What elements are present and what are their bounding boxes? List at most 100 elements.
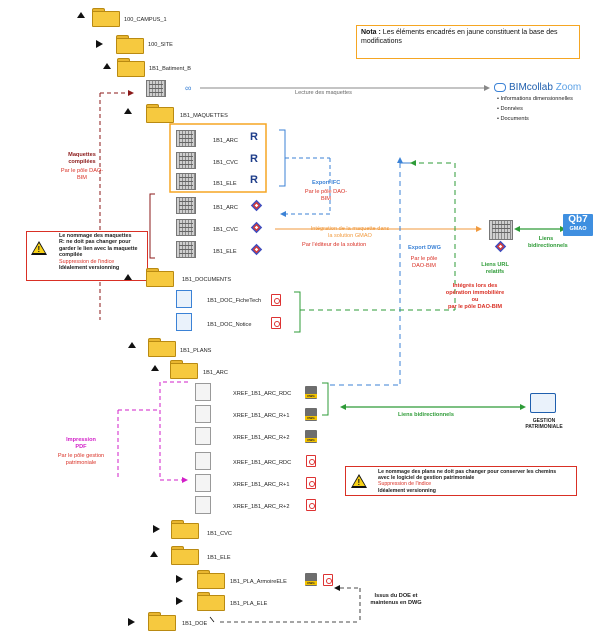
ifc-icon	[494, 240, 507, 253]
building-model-icon	[146, 80, 166, 97]
impression-sub-2: patrimoniale	[65, 460, 97, 466]
expand-triangle-icon[interactable]	[176, 597, 183, 605]
qb7-gmao-logo: Qb7 GMAO	[563, 214, 593, 236]
doc-label-notices: 1B1_DOC_Notice	[207, 322, 252, 328]
building-model-icon	[176, 152, 196, 169]
folder-icon[interactable]	[197, 592, 225, 611]
folder-label-pla-armoire: 1B1_PLA_ArmoireELE	[230, 579, 287, 585]
ifc-icon	[250, 199, 263, 212]
pdf-icon	[271, 317, 281, 329]
warning1-line4: compilée	[59, 252, 83, 259]
link-icon: ∞	[185, 83, 192, 93]
warning-icon	[31, 241, 47, 255]
ifc-icon	[250, 221, 263, 234]
export-ifc-title: Export IFC	[312, 180, 341, 186]
folder-icon[interactable]	[170, 360, 198, 379]
warning-box-maquettes: Le nommage des maquettes R: ne doit pas …	[26, 231, 148, 281]
folder-label-site: 100_SITE	[148, 42, 173, 48]
building-model-icon	[176, 219, 196, 236]
folder-label-pla-ele: 1B1_PLA_ELE	[230, 601, 268, 607]
folder-icon[interactable]	[197, 570, 225, 589]
integres-line3: ou	[471, 297, 479, 303]
drawing-file-icon	[195, 452, 211, 470]
impression-sub: Par le pôle gestion patrimoniale	[52, 453, 110, 467]
folder-label-plans-cvc: 1B1_CVC	[207, 531, 232, 537]
qb7-logo-text: Qb7	[568, 214, 588, 225]
folder-icon[interactable]	[148, 338, 176, 357]
folder-label-documents: 1B1_DOCUMENTS	[182, 277, 232, 283]
collapse-triangle-icon[interactable]	[124, 108, 132, 114]
liens-bidir-top: Liens bidirectionnels	[528, 236, 568, 249]
impression-sub-1: Par le pôle gestion	[57, 453, 105, 459]
maquettes-compilees-title: Maquettes compilées	[68, 152, 96, 165]
gestion-line2: PATRIMONIALE	[525, 424, 563, 430]
warning1-line6: Idéalement versionning	[59, 265, 120, 272]
drawing-file-icon	[195, 405, 211, 423]
ifc-label-ele: 1B1_ELE	[213, 249, 237, 255]
export-ifc-sub: Par le pôle DAO-BIM	[304, 189, 348, 202]
folder-label-doe: 1B1_DOE	[182, 621, 208, 627]
integres-line1: Intégrés lors des	[452, 283, 498, 289]
bim-item-2: • Données	[497, 106, 523, 112]
collapse-triangle-icon[interactable]	[151, 365, 159, 371]
warning2-line2: avec le logiciel de gestion patrimoniale	[378, 475, 475, 482]
integration-sub: Par l'éditeur de la solution	[302, 242, 367, 248]
dwg-icon	[305, 408, 317, 421]
folder-icon[interactable]	[148, 612, 176, 631]
model-label-cvc: 1B1_CVC	[213, 160, 238, 166]
bim-item-1-text: Informations dimensionnelles	[500, 96, 573, 102]
warning2-line4: Idéalement versionning	[378, 487, 436, 494]
drawing-file-icon	[195, 474, 211, 492]
ifc-label-arc: 1B1_ARC	[213, 205, 238, 211]
integres-label: Intégrés lors des opération immobilière …	[440, 283, 510, 311]
qb7-label-text: GMAO	[569, 226, 587, 232]
building-model-icon	[489, 220, 513, 240]
xref-pdf-rdc: XREF_1B1_ARC_RDC	[233, 460, 292, 466]
dwg-icon	[305, 573, 317, 586]
folder-icon[interactable]	[146, 268, 174, 287]
folder-icon[interactable]	[146, 104, 174, 123]
folder-icon[interactable]	[92, 8, 120, 27]
revit-icon: R	[250, 131, 258, 143]
expand-triangle-icon[interactable]	[128, 618, 135, 626]
collapse-triangle-icon[interactable]	[103, 63, 111, 69]
warning1-line3: garder le lien avec la maquette	[59, 245, 138, 252]
drawing-file-icon	[195, 496, 211, 514]
folder-icon[interactable]	[116, 35, 144, 54]
xref-pdf-r2: XREF_1B1_ARC_R+2	[233, 504, 290, 510]
nota-prefix: Nota :	[361, 29, 381, 36]
liens-url-title-text: Liens URL	[481, 262, 509, 268]
collapse-triangle-icon[interactable]	[77, 12, 85, 18]
expand-triangle-icon[interactable]	[96, 40, 103, 48]
pdf-icon	[306, 477, 316, 489]
gestion-label: GESTION PATRIMONIALE	[521, 418, 567, 430]
nota-text: Les éléments encadrés en jaune constitue…	[361, 29, 558, 45]
revit-icon: R	[250, 174, 258, 186]
folder-icon[interactable]	[171, 546, 199, 565]
bimcollab-logo-icon	[494, 83, 506, 92]
collapse-triangle-icon[interactable]	[124, 274, 132, 280]
impression-title: Impression PDF	[58, 437, 104, 451]
bimcollab-brand-text: BIMcollab	[509, 82, 553, 93]
issus-line2: maintenus en DWG	[370, 600, 422, 606]
bim-item-3-text: Documents	[500, 116, 529, 122]
export-dwg-sub: Par le pôle DAO-BIM	[410, 256, 438, 269]
warning-icon	[351, 474, 367, 488]
liens-url-title: Liens URL relatifs	[478, 262, 512, 276]
collapse-triangle-icon[interactable]	[150, 551, 158, 557]
bim-item-2-text: Données	[500, 106, 523, 112]
expand-triangle-icon[interactable]	[153, 525, 160, 533]
folder-icon[interactable]	[117, 58, 145, 77]
drawing-file-icon	[195, 383, 211, 401]
integres-line2: opération immobilière	[445, 290, 505, 296]
folder-label-maquettes: 1B1_MAQUETTES	[180, 113, 228, 119]
building-model-icon	[176, 197, 196, 214]
pdf-icon	[271, 294, 281, 306]
folder-icon[interactable]	[171, 520, 199, 539]
expand-triangle-icon[interactable]	[176, 575, 183, 583]
pdf-icon	[323, 574, 333, 586]
collapse-triangle-icon[interactable]	[128, 342, 136, 348]
impression-title-2: PDF	[75, 444, 87, 450]
warning2-line1: Le nommage des plans ne doit pas changer…	[378, 469, 557, 475]
gestion-line1: GESTION	[532, 418, 556, 424]
